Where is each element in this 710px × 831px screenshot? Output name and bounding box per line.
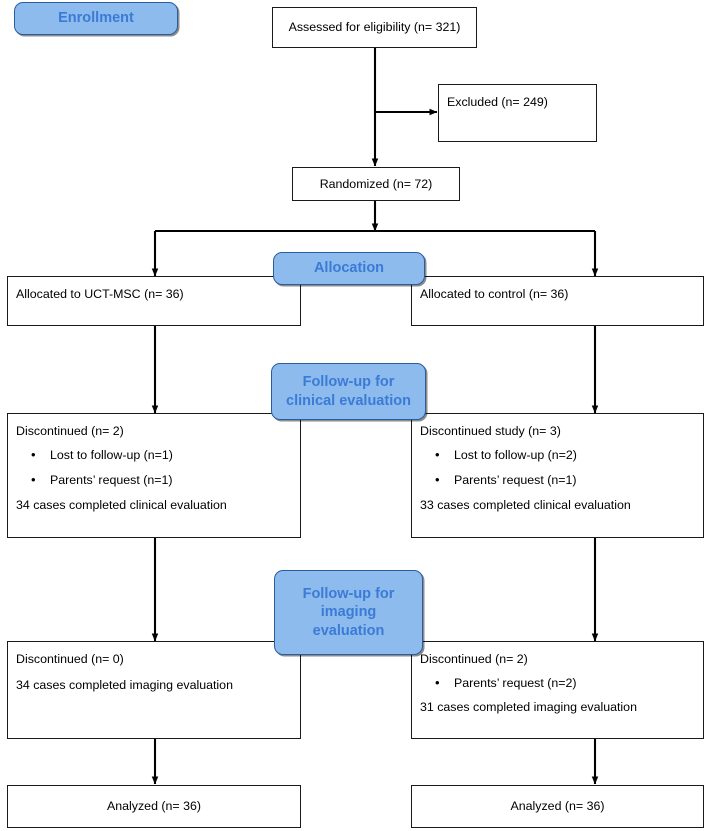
box-followup-clinical-right-footer: 33 cases completed clinical evaluation xyxy=(420,498,631,513)
stage-badge-followup-clinical-line1: Follow-up for xyxy=(302,373,395,390)
box-followup-clinical-left: Discontinued (n= 2) Lost to follow-up (n… xyxy=(7,413,301,538)
box-analyzed-right-text: Analyzed (n= 36) xyxy=(510,799,605,814)
list-item: Lost to follow-up (n=1) xyxy=(31,446,292,464)
box-allocated-right-text: Allocated to control (n= 36) xyxy=(420,287,569,301)
box-allocated-left-text: Allocated to UCT-MSC (n= 36) xyxy=(16,287,184,301)
box-assessed-for-eligibility: Assessed for eligibility (n= 321) xyxy=(272,7,477,48)
stage-badge-allocation: Allocation xyxy=(273,252,425,285)
box-randomized-text: Randomized (n= 72) xyxy=(319,176,433,191)
stage-badge-followup-clinical-line2: clinical evaluation xyxy=(286,392,411,409)
box-followup-clinical-right: Discontinued study (n= 3) Lost to follow… xyxy=(411,413,704,538)
stage-badge-enrollment-label: Enrollment xyxy=(58,10,134,27)
box-excluded: Excluded (n= 249) xyxy=(438,84,597,142)
box-excluded-text: Excluded (n= 249) xyxy=(447,95,548,109)
list-item: Lost to follow-up (n=2) xyxy=(435,446,695,464)
list-item: Parents’ request (n=1) xyxy=(31,471,292,489)
box-randomized: Randomized (n= 72) xyxy=(292,167,460,201)
box-analyzed-right: Analyzed (n= 36) xyxy=(411,785,704,828)
list-item: Parents’ request (n=1) xyxy=(435,471,695,489)
box-followup-imaging-left: Discontinued (n= 0) 34 cases completed i… xyxy=(7,641,301,739)
box-allocated-left: Allocated to UCT-MSC (n= 36) xyxy=(7,276,301,326)
box-assessed-for-eligibility-text: Assessed for eligibility (n= 321) xyxy=(288,20,461,35)
stage-badge-enrollment: Enrollment xyxy=(14,2,178,35)
box-followup-imaging-left-footer: 34 cases completed imaging evaluation xyxy=(16,677,233,692)
box-allocated-right: Allocated to control (n= 36) xyxy=(411,276,704,326)
box-followup-imaging-right-bullets: Parents’ request (n=2) xyxy=(420,674,695,692)
box-followup-imaging-right: Discontinued (n= 2) Parents’ request (n=… xyxy=(411,641,704,739)
box-followup-clinical-left-bullets: Lost to follow-up (n=1) Parents’ request… xyxy=(16,446,292,489)
box-followup-clinical-left-footer: 34 cases completed clinical evaluation xyxy=(16,498,227,513)
box-followup-clinical-right-bullets: Lost to follow-up (n=2) Parents’ request… xyxy=(420,446,695,489)
box-followup-imaging-left-heading: Discontinued (n= 0) xyxy=(16,652,124,666)
stage-badge-allocation-label: Allocation xyxy=(313,260,385,277)
stage-badge-followup-imaging: Follow-up for imaging evaluation xyxy=(274,570,423,655)
box-followup-clinical-left-heading: Discontinued (n= 2) xyxy=(16,424,124,438)
box-analyzed-left: Analyzed (n= 36) xyxy=(7,785,301,828)
list-item: Parents’ request (n=2) xyxy=(435,674,695,692)
stage-badge-followup-imaging-line1: Follow-up for xyxy=(302,585,395,602)
stage-badge-followup-imaging-line3: evaluation xyxy=(312,622,385,639)
box-followup-clinical-right-heading: Discontinued study (n= 3) xyxy=(420,424,561,438)
stage-badge-followup-clinical: Follow-up for clinical evaluation xyxy=(271,363,426,420)
box-followup-imaging-right-heading: Discontinued (n= 2) xyxy=(420,652,528,666)
stage-badge-followup-imaging-line2: imaging xyxy=(320,604,377,621)
box-followup-imaging-right-footer: 31 cases completed imaging evaluation xyxy=(420,700,637,715)
box-analyzed-left-text: Analyzed (n= 36) xyxy=(106,799,202,814)
